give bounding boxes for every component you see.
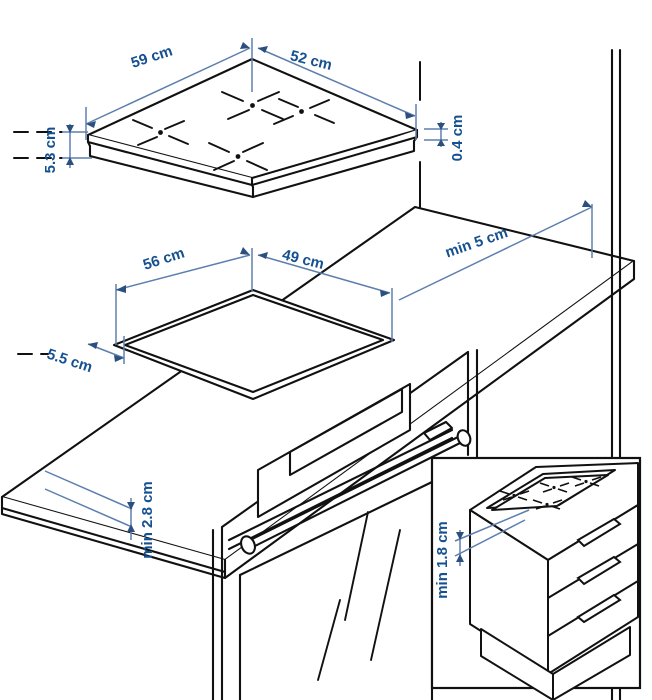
built-in-oven: [211, 348, 479, 700]
dimline-hob-width: [85, 47, 251, 125]
burner-marking: [499, 490, 530, 501]
arrow-55-right: [114, 355, 124, 362]
arrow-28-bottom: [127, 524, 135, 532]
window-glint-3: [317, 599, 341, 681]
extline-wt-top: [44, 470, 133, 510]
drawer-handle: [576, 517, 622, 548]
arrow-49-left: [258, 252, 268, 259]
hob-body-left: [88, 144, 255, 199]
arrow-49-right: [380, 290, 390, 297]
arrow-52-right: [405, 112, 415, 119]
arrow-28-top: [127, 502, 135, 510]
arrow-52-left: [258, 46, 268, 53]
arrow-59-left: [86, 121, 96, 128]
inset-drawer-handles: [576, 517, 622, 624]
oven-handle-bracket: [422, 420, 454, 442]
oven-door-top-2: [227, 436, 454, 551]
burner-marking: [539, 482, 570, 493]
worktop-edge-line: [0, 506, 227, 574]
inset-plinth-side: [480, 628, 554, 700]
dimline-cutout-width: [115, 254, 251, 291]
oven-door-upper: [238, 480, 434, 577]
dimline-hob-depth: [257, 47, 416, 117]
worktop: [0, 205, 636, 580]
arrow-53-bottom: [66, 157, 74, 165]
dimension-lines-group: [44, 38, 593, 540]
arrow-59-right: [240, 42, 250, 49]
cabinet-detail-inset: [430, 456, 642, 700]
worktop-cutout-ledge: [123, 293, 385, 394]
arrow-55-left: [88, 342, 98, 349]
inset-extline-bottom: [454, 519, 526, 557]
burner-marking: [132, 119, 189, 146]
burner-marking: [208, 142, 268, 171]
arrow-56-right: [240, 247, 250, 255]
oven-display: [288, 387, 404, 477]
arrow-04-bottom: [437, 139, 445, 146]
worktop-right-edge: [223, 259, 636, 580]
inset-plinth-front: [552, 626, 631, 700]
hob-step-front: [250, 183, 255, 189]
window-glint-1: [344, 511, 369, 621]
oven-handle-bar: [244, 433, 464, 544]
hob-burner-group: [132, 91, 335, 171]
dimension-label-hob-height: 5.3 cm: [42, 127, 59, 174]
projection-guides: [13, 131, 63, 355]
burner-marking: [571, 476, 602, 487]
burner-marking: [532, 499, 563, 510]
inset-burner-group: [499, 476, 602, 510]
inset-line-art: [469, 462, 639, 700]
burner-marking: [221, 91, 284, 120]
inset-extline-top: [454, 509, 530, 542]
arrow-53-top: [66, 125, 74, 133]
dimension-label-glass-thickness: 0.4 cm: [449, 115, 466, 162]
hob-body-right: [251, 139, 416, 199]
inset-hob-inner: [491, 474, 609, 511]
drawer-handle: [576, 555, 622, 586]
oven-handle-bar-2: [247, 439, 466, 551]
line-art-group: [0, 48, 636, 700]
dimension-label-worktop-thick: min 2.8 cm: [139, 481, 156, 559]
window-glint-2: [370, 529, 401, 661]
oven-handle-end-right: [456, 429, 472, 447]
hob-edge-left: [86, 133, 254, 187]
hob-unit: [86, 57, 419, 199]
dimline-rear-clearance: [398, 206, 593, 301]
dimension-label-inset-clearance: min 1.8 cm: [434, 521, 451, 599]
arrow-18-bottom: [456, 554, 464, 562]
inset-dimension-lines: [454, 509, 530, 566]
arrow-56-left: [116, 285, 126, 293]
arrow-min5: [582, 200, 592, 207]
burner-marking: [273, 98, 335, 125]
arrow-18-top: [456, 532, 464, 540]
extline-wt-bottom: [44, 488, 133, 528]
drawer-handle: [576, 593, 622, 624]
oven-door-top: [227, 428, 454, 542]
oven-handle-end-left: [240, 535, 256, 555]
hob-step-left: [86, 140, 92, 148]
dimline-cutout-depth: [257, 254, 391, 294]
arrow-04-top: [437, 123, 445, 130]
